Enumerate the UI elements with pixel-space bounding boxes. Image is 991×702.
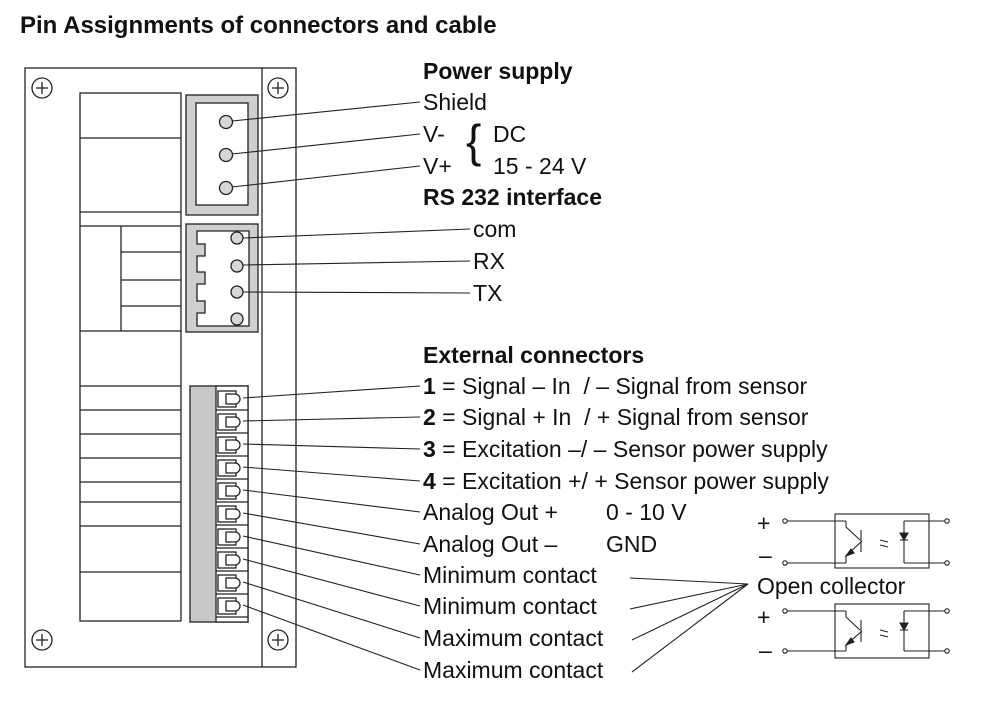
screw-top-right	[267, 77, 289, 99]
screw-bottom-right	[267, 629, 289, 651]
terminal-8	[216, 551, 248, 572]
external-connectors-heading: External connectors	[423, 342, 645, 368]
rx-label: RX	[473, 248, 505, 274]
terminal-3	[216, 436, 248, 457]
maximum-contact-2-label: Maximum contact	[423, 657, 604, 683]
maximum-contact-1-label: Maximum contact	[423, 625, 604, 651]
open-collector-label: Open collector	[757, 573, 906, 599]
analog-out-plus-value: 0 - 10 V	[606, 499, 687, 525]
terminal-1	[216, 390, 248, 411]
rs232-heading: RS 232 interface	[423, 184, 602, 210]
pin-4-label: 4 = Excitation +/ + Sensor power supply	[423, 468, 829, 494]
dc-label: DC	[493, 121, 527, 147]
terminal-6	[216, 505, 248, 526]
power-supply-heading: Power supply	[423, 58, 573, 84]
oc1-plus-label: +	[757, 510, 771, 536]
diagram-title: Pin Assignments of connectors and cable	[20, 12, 497, 39]
minimum-contact-2-label: Minimum contact	[423, 593, 597, 619]
open-collector-circuits	[782, 513, 950, 659]
oc2-minus-label: –	[759, 637, 772, 663]
voltage-range-label: 15 - 24 V	[493, 153, 587, 179]
terminal-9	[216, 574, 248, 595]
terminal-10	[216, 597, 248, 618]
oc1-minus-label: –	[759, 542, 772, 568]
device-housing	[24, 67, 297, 668]
analog-out-plus-label: Analog Out +	[423, 499, 558, 525]
terminal-7	[216, 528, 248, 549]
supply-brace: {	[466, 115, 482, 167]
shield-label: Shield	[423, 89, 487, 115]
analog-out-minus-value: GND	[606, 531, 658, 557]
terminal-5	[216, 482, 248, 503]
vplus-label: V+	[423, 153, 452, 179]
tx-label: TX	[473, 280, 503, 306]
terminal-4	[216, 459, 248, 480]
minimum-contact-1-label: Minimum contact	[423, 562, 597, 588]
com-label: com	[473, 216, 517, 242]
module-column	[79, 92, 182, 622]
analog-out-minus-label: Analog Out –	[423, 531, 558, 557]
pin-1-label: 1 = Signal – In / – Signal from sensor	[423, 373, 808, 399]
oc2-plus-label: +	[757, 604, 771, 630]
screw-top-left	[31, 77, 53, 99]
pin-3-label: 3 = Excitation –/ – Sensor power supply	[423, 436, 828, 462]
screw-bottom-left	[31, 629, 53, 651]
terminal-2	[216, 413, 248, 434]
vminus-label: V-	[423, 121, 445, 147]
pin-2-label: 2 = Signal + In / + Signal from sensor	[423, 404, 809, 430]
